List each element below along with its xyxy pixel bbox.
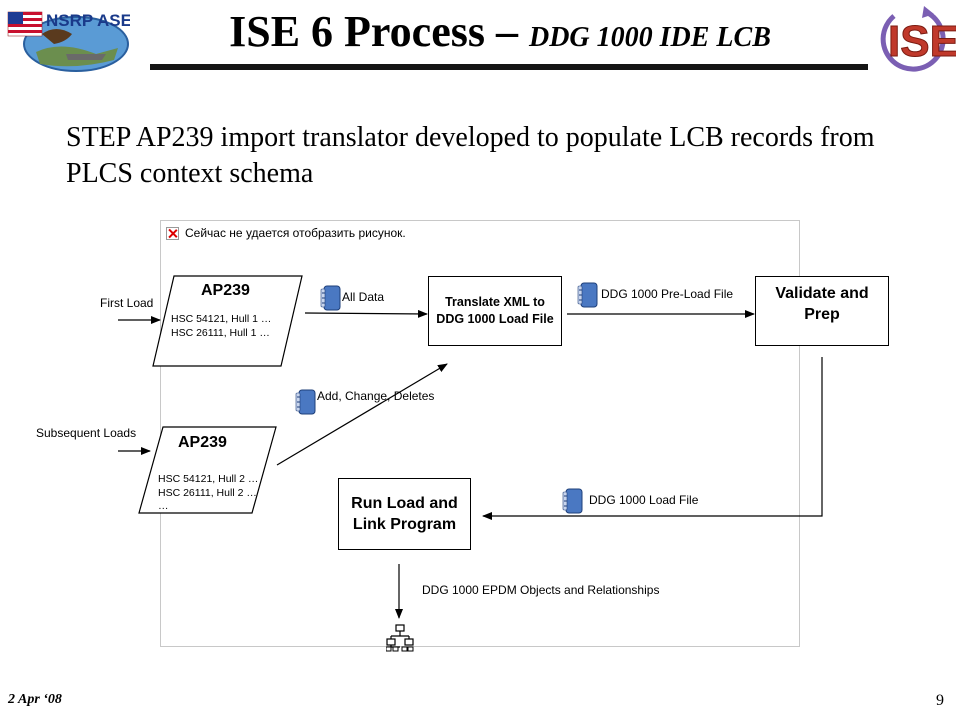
ise-logo: ISE bbox=[876, 4, 959, 74]
title-underline bbox=[150, 64, 868, 70]
page-number: 9 bbox=[936, 692, 944, 709]
add-change-doc-icon bbox=[295, 388, 317, 421]
run-load-label: Run Load and Link Program bbox=[351, 495, 458, 533]
arrow-all-data bbox=[304, 309, 428, 318]
translate-xml-box: Translate XML to DDG 1000 Load File bbox=[428, 276, 562, 346]
svg-text:ISE: ISE bbox=[888, 17, 956, 66]
svg-text:NSRP ASE: NSRP ASE bbox=[46, 11, 130, 30]
ap239-hull2-line1: HSC 54121, Hull 2 … bbox=[158, 473, 259, 485]
first-load-label: First Load bbox=[100, 296, 154, 310]
translate-xml-label: Translate XML to DDG 1000 Load File bbox=[436, 295, 554, 326]
page-title: ISE 6 Process – DDG 1000 IDE LCB bbox=[150, 6, 850, 64]
arrow-add-change-deletes bbox=[276, 363, 448, 466]
load-file-label: DDG 1000 Load File bbox=[589, 493, 699, 507]
ap239-hull2-line3: … bbox=[158, 500, 169, 512]
subtitle: STEP AP239 import translator developed t… bbox=[66, 122, 875, 189]
preload-doc-icon bbox=[577, 281, 599, 314]
title-sub: DDG 1000 IDE LCB bbox=[528, 22, 771, 53]
validate-prep-label: Validate and Prep bbox=[775, 285, 869, 323]
ap239-hull1-shape bbox=[152, 275, 303, 367]
epdm-label: DDG 1000 EPDM Objects and Relationships bbox=[422, 583, 660, 597]
add-change-deletes-label: Add, Change, Deletes bbox=[317, 389, 435, 403]
preload-file-label: DDG 1000 Pre-Load File bbox=[601, 287, 734, 301]
arrow-load-file bbox=[482, 357, 823, 520]
all-data-label: All Data bbox=[342, 290, 385, 304]
subsequent-loads-label: Subsequent Loads bbox=[36, 426, 137, 440]
broken-image-text: Сейчас не удается отобразить рисунок. bbox=[185, 226, 406, 240]
ap239-hull2-shape bbox=[138, 426, 277, 514]
ap239-hull1-title: AP239 bbox=[201, 282, 250, 299]
title-main: ISE 6 Process – bbox=[229, 7, 529, 56]
hierarchy-icon bbox=[385, 624, 414, 657]
validate-prep-box: Validate and Prep bbox=[755, 276, 889, 346]
nsrp-ase-logo: NSRP ASE bbox=[6, 4, 132, 72]
ap239-hull1-line2: HSC 26111, Hull 1 … bbox=[171, 327, 270, 339]
broken-image-icon bbox=[166, 226, 179, 240]
ap239-hull2-line2: HSC 26111, Hull 2 … bbox=[158, 487, 257, 499]
diagram-frame bbox=[160, 220, 800, 647]
footer-date: 2 Apr ‘08 bbox=[8, 692, 62, 707]
all-data-doc-icon bbox=[320, 284, 342, 317]
broken-image-placeholder: Сейчас не удается отобразить рисунок. bbox=[166, 226, 406, 240]
ap239-hull2-title: AP239 bbox=[178, 434, 227, 451]
ap239-hull1-line1: HSC 54121, Hull 1 … bbox=[171, 313, 272, 325]
run-load-box: Run Load and Link Program bbox=[338, 478, 471, 550]
load-file-doc-icon bbox=[562, 487, 584, 520]
